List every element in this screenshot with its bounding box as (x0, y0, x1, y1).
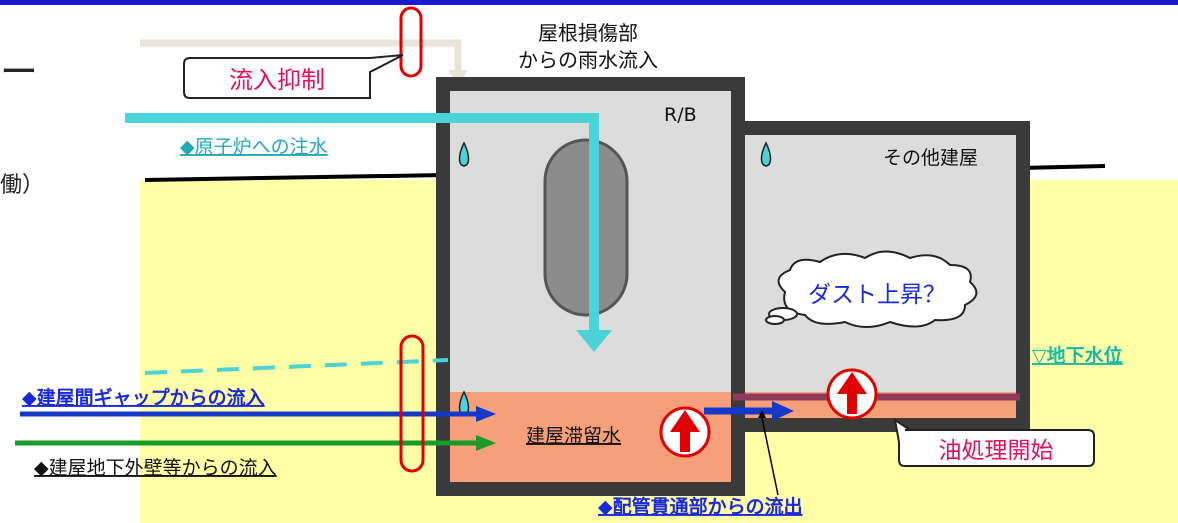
dust-cloud (765, 250, 978, 328)
rb-label: R/B (664, 104, 697, 126)
wall-inflow-arrowhead (476, 435, 496, 451)
other-buildings-label: その他建屋 (883, 147, 978, 169)
suppression-ring-bottom (399, 334, 425, 473)
roof-damage-label-1: 屋根損傷部 (538, 21, 638, 45)
groundwater-level-label: ▽地下水位 (1032, 344, 1123, 367)
partial-text-mid: 働） (0, 173, 44, 198)
pipe-outflow-leader-head (758, 410, 766, 418)
injection-arrowhead (576, 330, 612, 352)
gap-inflow-arrowhead (476, 406, 496, 422)
partial-text-top: ー (0, 50, 38, 94)
wall-inflow-label: ◆建屋地下外壁等からの流入 (34, 457, 277, 479)
pipe-outflow-label: ◆配管貫通部からの流出 (598, 495, 803, 518)
suppression-callout (183, 54, 404, 99)
pipe-outflow-leader (761, 417, 779, 496)
inflow-suppression-label: 流入抑制 (229, 66, 325, 94)
pump-up-icon-rb (659, 406, 711, 458)
pump-up-icon-other (826, 368, 878, 420)
outflow-arrowhead (772, 401, 794, 421)
oil-callout (893, 417, 1095, 467)
injection-pipe (125, 113, 599, 335)
ground-surface-line-right (1019, 164, 1106, 170)
ground-surface-line-left (144, 173, 446, 182)
stagnant-water-label: 建屋滞留水 (526, 425, 621, 447)
dust-rise-label: ダスト上昇？ (808, 282, 946, 308)
suppression-ring-top (399, 6, 423, 78)
gap-inflow-label: ◆建屋間ギャップからの流入 (22, 386, 265, 409)
groundwater-dashed-line (144, 358, 449, 375)
oil-treatment-label: 油処理開始 (939, 438, 1054, 464)
header-bar (0, 0, 1178, 5)
reactor-injection-label: ◆原子炉への注水 (180, 136, 328, 158)
reactor-vessel (543, 138, 629, 317)
roof-damage-label-2: からの雨水流入 (518, 48, 658, 72)
water-drop-icon (458, 141, 470, 167)
water-drop-icon (760, 141, 772, 167)
rainwater-pipe (140, 39, 462, 75)
